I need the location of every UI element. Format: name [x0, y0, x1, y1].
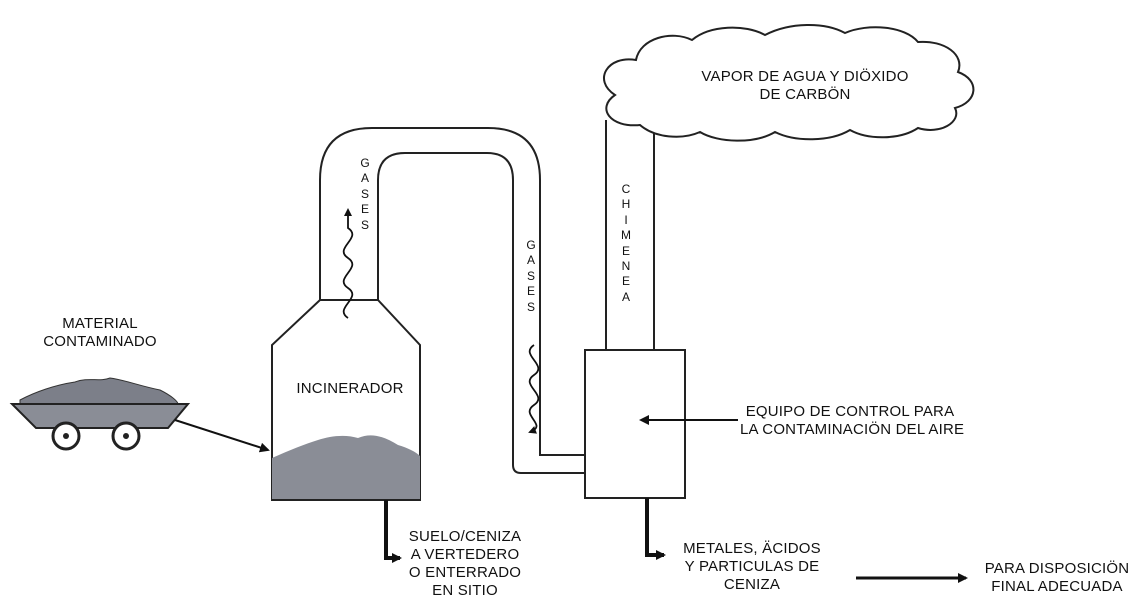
label-material-line-2: CONTAMINADO: [43, 333, 157, 350]
label-equipo: EQUIPO DE CONTROL PARA LA CONTAMINACIÖN …: [740, 403, 965, 439]
label-disposicion: PARA DISPOSICIÖN FINAL ADECUADA: [972, 560, 1142, 596]
metals-out-arrow: [645, 498, 666, 560]
label-suelo-line-1: SUELO/CENIZA: [408, 528, 522, 545]
label-metales-line-1: METALES, ÄCIDOS: [683, 540, 821, 557]
label-suelo: SUELO/CENIZA A VERTEDERO O ENTERRADO EN …: [400, 528, 530, 600]
label-vapor: VAPOR DE AGUA Y DIÖXIDO DE CARBÖN: [675, 68, 935, 104]
feed-arrow: [174, 419, 270, 453]
label-material: MATERIAL CONTAMINADO: [40, 315, 160, 351]
gas-squiggle-1: [342, 208, 354, 319]
label-vapor-line-2: DE CARBÖN: [759, 86, 851, 103]
label-suelo-line-2: A VERTEDERO: [410, 546, 520, 563]
label-metales-line-2: Y PARTICULAS DE: [684, 558, 820, 575]
label-equipo-line-2: LA CONTAMINACIÖN DEL AIRE: [740, 421, 965, 438]
label-incinerador: INCINERADOR: [296, 380, 404, 397]
label-disposicion-line-1: PARA DISPOSICIÖN: [984, 560, 1130, 577]
cart-body: [9, 403, 191, 429]
label-gases-1: G A S E S: [360, 156, 370, 232]
label-equipo-line-1: EQUIPO DE CONTROL PARA: [745, 403, 955, 420]
label-chimenea: C H I M E N E A: [621, 182, 631, 304]
cart: [9, 377, 191, 451]
label-gases-2: G A S E S: [526, 238, 536, 314]
cloud: [603, 24, 975, 142]
duct-inner: [377, 152, 585, 474]
label-metales: METALES, ÄCIDOS Y PARTICULAS DE CENIZA: [672, 540, 832, 594]
duct-outer: [319, 127, 585, 456]
label-suelo-line-4: EN SITIO: [432, 582, 498, 599]
incinerator-ash: [272, 435, 420, 500]
incinerator: [271, 299, 421, 501]
air-control-unit: [584, 349, 686, 499]
gas-squiggle-2: [528, 344, 540, 434]
label-disposicion-line-2: FINAL ADECUADA: [991, 578, 1123, 595]
label-material-line-1: MATERIAL: [62, 315, 138, 332]
label-metales-line-3: CENIZA: [723, 576, 781, 593]
label-vapor-line-1: VAPOR DE AGUA Y DIÖXIDO: [701, 68, 909, 85]
label-suelo-line-3: O ENTERRADO: [408, 564, 522, 581]
chimney: [605, 120, 655, 350]
ash-out-arrow: [384, 500, 402, 563]
cart-load: [19, 377, 179, 407]
